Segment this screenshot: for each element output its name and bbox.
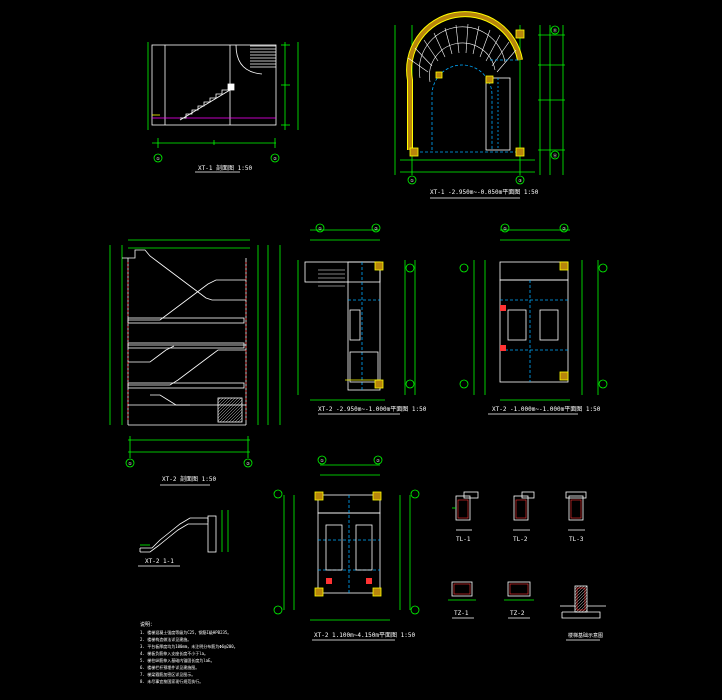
- axis-label: Ⓓ: [553, 27, 557, 33]
- axis-bubbles: [125, 25, 608, 615]
- note-line: 8. 未尽事宜按国家现行规范执行。: [140, 679, 204, 684]
- tl1-section: [452, 491, 479, 531]
- axis-label: Ⓐ: [553, 152, 557, 158]
- note-line: 1. 楼梯混凝土强度等级为C25，钢筋I级HPB235。: [140, 630, 232, 635]
- xt1-plan-title: XT-1 -2.950m~-0.050m平面图 1:50: [430, 189, 539, 196]
- axis-label: ①: [320, 458, 324, 463]
- note-line: 7. 梯梁箍筋加密区详见图示。: [140, 672, 196, 677]
- xt2-detail-drawing: [138, 510, 229, 567]
- tz1-section: [448, 581, 476, 619]
- beam-sections: [452, 491, 587, 531]
- column-sections: [448, 581, 606, 641]
- tl2-section: [513, 491, 535, 531]
- general-notes: 说明： 1. 楼梯混凝土强度等级为C25，钢筋I级HPB235。 2. 楼梯构造…: [140, 622, 320, 685]
- tz2-section: [504, 581, 534, 619]
- note-line: 5. 梯柱纵筋伸入基础内锚固长度为laE。: [140, 658, 215, 663]
- axis-label: ①: [128, 461, 132, 466]
- tl3-label: TL-3: [569, 536, 584, 543]
- axis-label: ①: [410, 178, 414, 183]
- xt2-plan1-title: XT-2 -2.950m~-1.000m平面图 1:50: [318, 406, 427, 413]
- axis-label: ②: [273, 156, 277, 161]
- tl2-label: TL-2: [513, 536, 528, 543]
- note-line: 3. 平台板厚度均为100mm，未注明分布筋为Φ6@200。: [140, 644, 238, 649]
- axis-label: ③: [518, 178, 522, 183]
- axis-label: ②: [246, 461, 250, 466]
- note-line: 6. 楼梯栏杆预埋件详见建施图。: [140, 665, 200, 670]
- note-line: 2. 楼梯构造做法详见建施。: [140, 637, 192, 642]
- xt2-plan3-drawing: [283, 464, 411, 621]
- notes-heading: 说明：: [140, 622, 156, 628]
- axis-label: ①: [156, 156, 160, 161]
- xt2-plan2-drawing: [473, 229, 599, 415]
- foundation-detail: [560, 585, 606, 641]
- axis-label: ②: [374, 226, 378, 231]
- foundation-label: 楼梯基础示意图: [568, 632, 603, 639]
- xt1-plan-drawing: [394, 11, 565, 199]
- axis-label: ②: [376, 458, 380, 463]
- xt2-section-title: XT-2 剖面图 1:50: [162, 475, 217, 483]
- axis-label: ②: [562, 226, 566, 231]
- xt2-plan1-drawing: [297, 229, 416, 415]
- axis-label: ①: [503, 226, 507, 231]
- tl3-section: [565, 491, 587, 531]
- xt2-plan2-title: XT-2 -1.000m~-1.000m平面图 1:50: [492, 406, 601, 413]
- xt2-section-drawing: [109, 239, 281, 486]
- tl1-label: TL-1: [456, 536, 471, 543]
- xt2-detail-title: XT-2 1-1: [145, 558, 174, 565]
- xt1-section-title: XT-1 剖面图 1:50: [198, 164, 253, 172]
- tz2-label: TZ-2: [510, 610, 525, 617]
- xt2-plan3-title: XT-2 1.100m~4.150m平面图 1:50: [314, 632, 415, 639]
- tz1-label: TZ-1: [454, 610, 469, 617]
- xt1-section-drawing: [147, 42, 299, 173]
- axis-label: ①: [318, 226, 322, 231]
- note-line: 4. 梯板负筋伸入支座长度不小于la。: [140, 651, 209, 656]
